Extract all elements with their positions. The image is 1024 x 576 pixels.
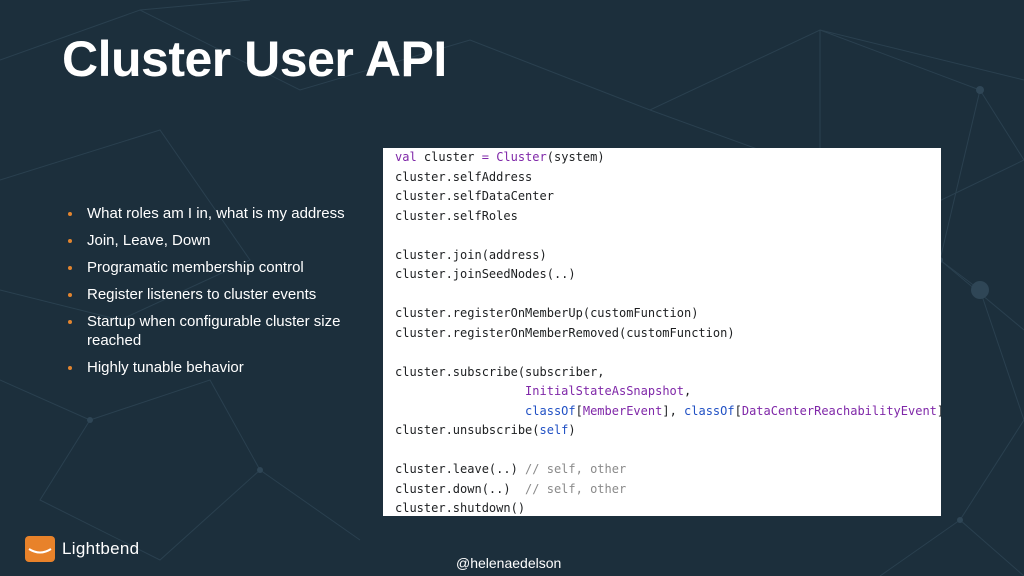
bullet-dot-icon [68, 266, 72, 270]
lightbend-logo-icon [25, 536, 55, 562]
code-token: ], [662, 403, 685, 418]
code-token: cluster.registerOnMemberRemoved(customFu… [395, 325, 735, 340]
bullet-text: Highly tunable behavior [87, 359, 244, 376]
code-token: cluster.registerOnMemberUp(customFunctio… [395, 306, 699, 320]
code-token: InitialStateAsSnapshot [525, 384, 684, 398]
bullet-dot-icon [68, 239, 72, 243]
code-token: cluster.leave(..) [395, 462, 526, 476]
bullet-text: Startup when configurable cluster size r… [87, 313, 341, 349]
code-line: cluster.registerOnMemberRemoved(customFu… [395, 323, 735, 343]
code-line: InitialStateAsSnapshot, [395, 381, 691, 401]
logo-text: Lightbend [62, 539, 140, 558]
bullet-text: Join, Leave, Down [87, 232, 211, 249]
code-line: cluster.join(address) [395, 245, 547, 265]
code-token: = [481, 150, 489, 164]
code-token: // self, other [525, 481, 627, 496]
code-line: cluster.selfRoles [395, 206, 518, 226]
bullet-text: Programatic membership control [87, 259, 304, 276]
code-token: cluster [416, 150, 482, 164]
code-token: ) [568, 423, 576, 437]
lightbend-logo: Lightbend [25, 535, 139, 563]
code-token: [ [575, 403, 583, 418]
code-line: val cluster = Cluster(system) [395, 148, 605, 167]
code-token: cluster.unsubscribe( [395, 423, 540, 437]
code-token: , [684, 384, 692, 398]
code-line: cluster.subscribe(subscriber, [395, 362, 605, 382]
code-token: cluster.selfDataCenter [395, 189, 554, 203]
code-token: (system) [546, 150, 605, 164]
bullet-item: Highly tunable behavior [68, 358, 368, 377]
bullet-item: Programatic membership control [68, 258, 368, 277]
code-token: classOf [525, 403, 576, 418]
code-token: cluster.selfRoles [395, 208, 518, 223]
bullet-item: Register listeners to cluster events [68, 285, 368, 304]
code-token [395, 404, 525, 418]
bullet-item: Join, Leave, Down [68, 231, 368, 250]
code-token: cluster.subscribe(subscriber, [395, 364, 605, 379]
code-token: MemberEvent [582, 403, 663, 418]
code-line: cluster.down(..) // self, other [395, 479, 626, 499]
author-handle: @helenaedelson [456, 555, 562, 571]
bullet-dot-icon [68, 212, 72, 216]
code-token: [ [734, 403, 742, 418]
code-token: Cluster [496, 150, 547, 164]
code-token [395, 384, 525, 398]
bullet-text: What roles am I in, what is my address [87, 205, 345, 222]
bullet-dot-icon [68, 293, 72, 297]
bullet-dot-icon [68, 320, 72, 324]
code-token: cluster.shutdown() [395, 501, 526, 515]
code-line: cluster.selfAddress [395, 167, 532, 187]
code-line: cluster.registerOnMemberUp(customFunctio… [395, 303, 698, 323]
code-token: cluster.down(..) [395, 481, 526, 496]
slide-title: Cluster User API [62, 31, 447, 87]
code-token: val [395, 150, 417, 164]
code-token: self [539, 423, 569, 437]
code-line: cluster.unsubscribe(self) [395, 420, 576, 440]
code-token: cluster.join(address) [395, 247, 547, 262]
code-token: DataCenterReachabilityEvent [741, 403, 937, 418]
code-token: // self, other [525, 462, 627, 476]
code-panel: val cluster = Cluster(system) cluster.sel… [383, 148, 941, 516]
bullet-item: What roles am I in, what is my address [68, 204, 368, 223]
bullet-item: Startup when configurable cluster size r… [68, 312, 368, 350]
code-line: classOf[MemberEvent], classOf[DataCenter… [395, 401, 941, 421]
bullet-dot-icon [68, 366, 72, 370]
code-line: cluster.selfDataCenter [395, 186, 554, 206]
bullet-text: Register listeners to cluster events [87, 286, 317, 303]
code-token: ]) [937, 404, 941, 418]
code-line: cluster.joinSeedNodes(..) [395, 264, 576, 284]
code-line: cluster.shutdown() [395, 498, 525, 516]
code-token: classOf [684, 403, 735, 418]
code-token: cluster.joinSeedNodes(..) [395, 267, 576, 281]
code-line: cluster.leave(..) // self, other [395, 459, 626, 479]
code-token: cluster.selfAddress [395, 169, 533, 184]
